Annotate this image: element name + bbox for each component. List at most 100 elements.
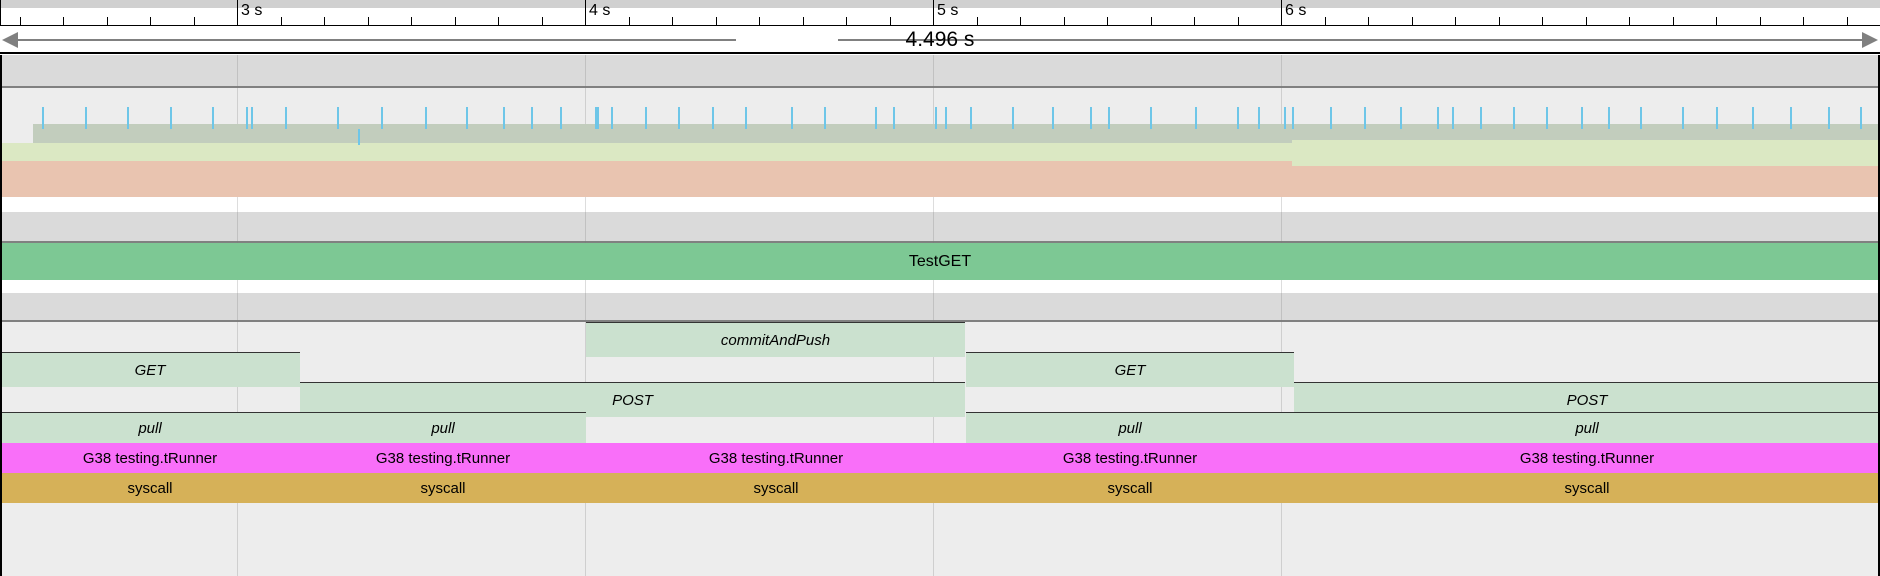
stw-marker[interactable] [358, 129, 360, 145]
gc-background-bar[interactable] [33, 124, 1878, 143]
syscall-bar[interactable]: syscall [300, 473, 586, 503]
stw-marker[interactable] [1716, 107, 1718, 129]
goroutine-bar-g38[interactable]: G38 testing.tRunner [0, 443, 300, 473]
ruler-tick-label: 6 s [1285, 2, 1307, 19]
stw-marker[interactable] [1682, 107, 1684, 129]
stw-marker[interactable] [1237, 107, 1239, 129]
stw-marker[interactable] [824, 107, 826, 129]
region-bar-commitandpush[interactable]: commitAndPush [586, 322, 965, 357]
goroutine-bar-g38[interactable]: G38 testing.tRunner [300, 443, 586, 473]
stw-marker[interactable] [1480, 107, 1482, 129]
stw-marker[interactable] [597, 107, 599, 129]
stw-marker[interactable] [560, 107, 562, 129]
stw-marker[interactable] [170, 107, 172, 129]
stw-marker[interactable] [1640, 107, 1642, 129]
stw-marker[interactable] [791, 107, 793, 129]
region-bar-post[interactable]: POST [300, 382, 965, 417]
region-bar-post[interactable]: POST [1294, 382, 1880, 417]
ruler-tick-major [1281, 0, 1282, 25]
goroutine-bar-g38[interactable]: G38 testing.tRunner [1294, 443, 1880, 473]
stw-marker[interactable] [1284, 107, 1286, 129]
ruler-top-shade [0, 0, 1880, 8]
stw-marker[interactable] [712, 107, 714, 129]
heap-bar[interactable] [0, 143, 1292, 166]
stw-marker[interactable] [1012, 107, 1014, 129]
stw-marker[interactable] [1790, 107, 1792, 129]
ruler-tick-minor [1499, 17, 1500, 25]
stw-marker[interactable] [1752, 107, 1754, 129]
stw-marker[interactable] [503, 107, 505, 129]
stw-marker[interactable] [381, 107, 383, 129]
stw-marker[interactable] [1052, 107, 1054, 129]
stw-marker[interactable] [1195, 107, 1197, 129]
stw-marker[interactable] [1400, 107, 1402, 129]
stw-marker[interactable] [42, 107, 44, 129]
ruler-tick-minor [1151, 17, 1152, 25]
stw-marker[interactable] [1546, 107, 1548, 129]
stw-marker[interactable] [1860, 107, 1862, 129]
stw-marker[interactable] [1364, 107, 1366, 129]
stw-marker[interactable] [466, 107, 468, 129]
goroutine-bar-g38[interactable]: G38 testing.tRunner [966, 443, 1294, 473]
heap-bar[interactable] [1292, 140, 1880, 166]
region-bar-pull[interactable]: pull [1294, 412, 1880, 443]
stw-marker[interactable] [425, 107, 427, 129]
stw-marker[interactable] [1108, 107, 1110, 129]
region-bar-pull[interactable]: pull [300, 412, 586, 443]
ruler-tick-minor [1412, 17, 1413, 25]
stw-marker[interactable] [595, 107, 597, 129]
stw-marker[interactable] [1581, 107, 1583, 129]
stw-marker[interactable] [212, 107, 214, 129]
ruler-tick-minor [672, 17, 673, 25]
stw-marker[interactable] [745, 107, 747, 129]
stw-marker[interactable] [645, 107, 647, 129]
stw-marker[interactable] [1513, 107, 1515, 129]
stw-marker[interactable] [285, 107, 287, 129]
stw-marker[interactable] [678, 107, 680, 129]
stw-marker[interactable] [1828, 107, 1830, 129]
ruler-tick-label: 4 s [589, 2, 611, 19]
stw-marker[interactable] [611, 107, 613, 129]
ruler-tick-minor [368, 17, 369, 25]
stw-marker[interactable] [970, 107, 972, 129]
goroutines-bar[interactable] [0, 161, 1292, 197]
ruler-tick-minor [324, 17, 325, 25]
stw-marker[interactable] [935, 107, 937, 129]
ruler-tick-minor [542, 17, 543, 25]
region-bar-pull[interactable]: pull [0, 412, 300, 443]
stw-marker[interactable] [1330, 107, 1332, 129]
stw-marker[interactable] [1090, 107, 1092, 129]
stw-marker[interactable] [251, 107, 253, 129]
syscall-bar[interactable]: syscall [1294, 473, 1880, 503]
stw-marker[interactable] [1608, 107, 1610, 129]
stw-marker[interactable] [945, 107, 947, 129]
stw-marker[interactable] [1452, 107, 1454, 129]
region-bar-pull[interactable]: pull [966, 412, 1294, 443]
stw-marker[interactable] [246, 107, 248, 129]
stw-marker[interactable] [531, 107, 533, 129]
ruler-tick-minor [1760, 17, 1761, 25]
syscall-bar[interactable]: syscall [0, 473, 300, 503]
ruler-left-edge [0, 0, 1, 26]
stw-marker[interactable] [1258, 107, 1260, 129]
ruler-tick-minor [1368, 17, 1369, 25]
syscall-bar[interactable]: syscall [966, 473, 1294, 503]
stw-marker[interactable] [893, 107, 895, 129]
stw-marker[interactable] [85, 107, 87, 129]
stw-marker[interactable] [875, 107, 877, 129]
stw-marker[interactable] [1292, 107, 1294, 129]
ruler-tick-minor [1064, 17, 1065, 25]
stw-marker[interactable] [337, 107, 339, 129]
stw-marker[interactable] [1150, 107, 1152, 129]
region-bar-get[interactable]: GET [0, 352, 300, 387]
syscall-bar[interactable]: syscall [586, 473, 966, 503]
goroutine-bar-g38[interactable]: G38 testing.tRunner [586, 443, 966, 473]
region-bar-get[interactable]: GET [966, 352, 1294, 387]
stw-marker[interactable] [127, 107, 129, 129]
stw-marker[interactable] [1437, 107, 1439, 129]
task-bar-testget[interactable]: TestGET [0, 243, 1880, 280]
goroutines-bar[interactable] [1292, 166, 1880, 197]
